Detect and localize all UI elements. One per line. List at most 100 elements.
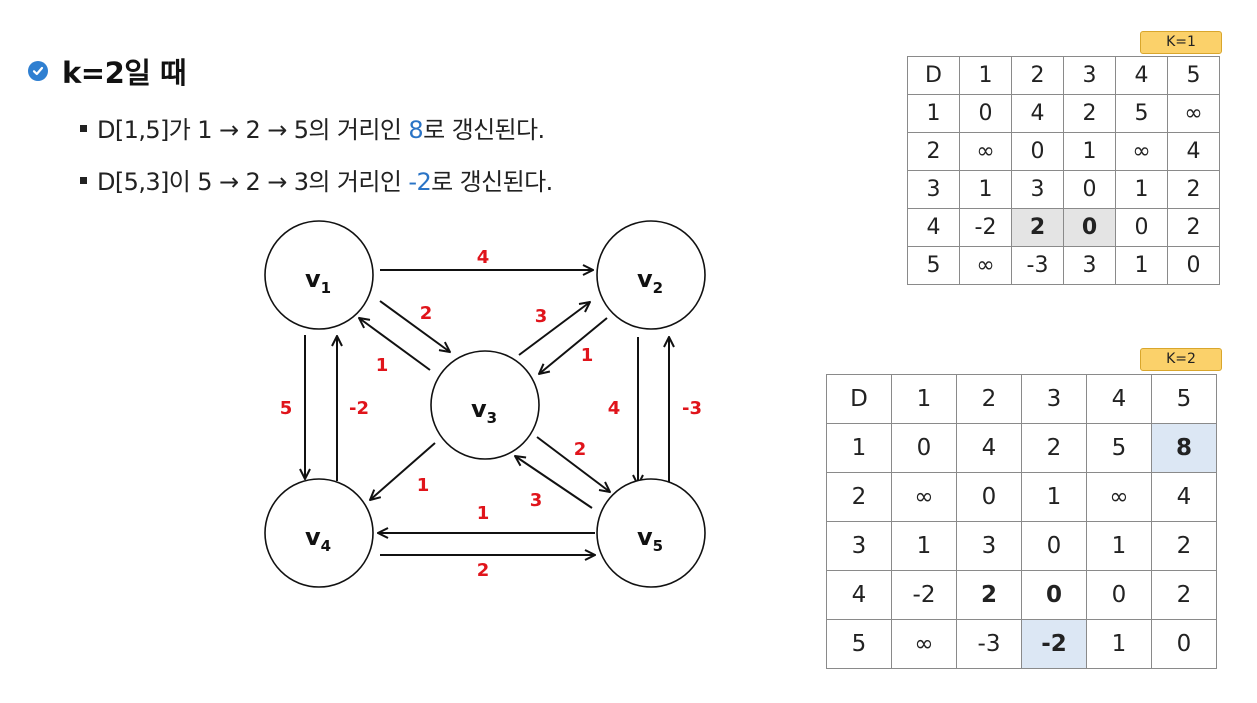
table-row: D 1 2 3 4 5 [826, 374, 1217, 424]
table-cell: 2 [1167, 170, 1220, 209]
table-cell: 1 [826, 423, 892, 473]
matrix-k1-tag: K=1 [1140, 31, 1222, 54]
matrix-k2: D 1 2 3 4 5 1 0 4 2 5 8 2 ∞ 0 1 ∞ 4 3 1 … [826, 374, 1217, 669]
vertex-v5-label: v5 [637, 523, 663, 555]
table-cell-updated: 0 [1063, 208, 1116, 247]
table-cell: 5 [826, 619, 892, 669]
table-cell: 2 [1151, 570, 1217, 620]
table-header-cell: 2 [1011, 56, 1064, 95]
table-cell: 4 [826, 570, 892, 620]
weight-v3-v1: 1 [376, 355, 389, 376]
vertex-v5 [596, 478, 706, 588]
table-cell: 0 [1011, 132, 1064, 171]
table-row: 5 ∞ -3 -2 1 0 [826, 619, 1217, 669]
table-cell: ∞ [1115, 132, 1168, 171]
table-header-cell: 3 [1063, 56, 1116, 95]
table-cell: 2 [826, 472, 892, 522]
table-cell: 1 [1021, 472, 1087, 522]
weight-v1-v4: 5 [280, 398, 293, 419]
matrix-k1: D 1 2 3 4 5 1 0 4 2 5 ∞ 2 ∞ 0 1 ∞ 4 3 1 … [907, 56, 1220, 285]
table-cell: 5 [907, 246, 960, 285]
weight-v3-v5: 2 [574, 439, 587, 460]
table-cell-previous-update: 0 [1021, 570, 1087, 620]
table-cell-updated: 2 [1011, 208, 1064, 247]
vertex-v3-label: v3 [471, 395, 497, 427]
section-heading: k=2일 때 [28, 50, 187, 92]
vertex-v1 [264, 220, 374, 330]
weight-v1-v3: 2 [420, 303, 433, 324]
table-cell: 3 [1011, 170, 1064, 209]
table-header-cell: 5 [1167, 56, 1220, 95]
vertex-v2-label: v2 [637, 265, 663, 297]
table-row: 5 ∞ -3 3 1 0 [907, 246, 1220, 285]
vertex-v3 [430, 350, 540, 460]
table-cell: 4 [1151, 472, 1217, 522]
weight-v2-v3: 1 [581, 345, 594, 366]
line-highlight: -2 [408, 168, 432, 196]
table-cell: 0 [1063, 170, 1116, 209]
table-cell: 2 [1021, 423, 1087, 473]
weight-v3-v2: 3 [535, 306, 548, 327]
edge-v5-v3 [515, 456, 593, 509]
table-cell-previous-update: 2 [956, 570, 1022, 620]
vertex-v4-label: v4 [305, 523, 331, 555]
table-row: 2 ∞ 0 1 ∞ 4 [826, 472, 1217, 522]
table-cell: 1 [1115, 170, 1168, 209]
table-cell: 3 [956, 521, 1022, 571]
vertex-v4 [264, 478, 374, 588]
table-cell: -3 [956, 619, 1022, 669]
table-row: 3 1 3 0 1 2 [826, 521, 1217, 571]
table-cell: 5 [1086, 423, 1152, 473]
table-cell: 3 [826, 521, 892, 571]
table-cell: 0 [1021, 521, 1087, 571]
weight-v4-v1: -2 [349, 398, 369, 419]
vertex-v1-label: v1 [305, 265, 331, 297]
table-cell: 1 [1086, 521, 1152, 571]
edge-v3-v1 [359, 318, 431, 371]
section-title: k=2일 때 [62, 56, 187, 90]
table-cell: ∞ [1167, 94, 1220, 133]
table-row: 1 0 4 2 5 8 [826, 423, 1217, 473]
table-cell: ∞ [959, 246, 1012, 285]
line-text: D[1,5]가 1 → 2 → 5의 거리인 [97, 116, 409, 144]
table-header-cell: 2 [956, 374, 1022, 424]
check-circle-icon [28, 61, 48, 81]
table-header-cell: 5 [1151, 374, 1217, 424]
table-cell: 3 [907, 170, 960, 209]
weight-v5-v3: 3 [530, 490, 543, 511]
table-cell: 4 [956, 423, 1022, 473]
weight-v2-v5: 4 [608, 398, 621, 419]
table-cell: 0 [1151, 619, 1217, 669]
table-row: 4 -2 2 0 0 2 [907, 208, 1220, 247]
table-row: 1 0 4 2 5 ∞ [907, 94, 1220, 133]
line-text: 로 갱신된다. [431, 168, 553, 196]
table-cell: 4 [1167, 132, 1220, 171]
matrix-k2-tag: K=2 [1140, 348, 1222, 371]
graph-diagram: v1 v2 v3 v4 v5 4 2 1 5 -2 3 1 4 -3 1 2 3… [264, 220, 706, 588]
table-cell: 2 [1167, 208, 1220, 247]
table-cell: 0 [1086, 570, 1152, 620]
table-cell: 1 [959, 170, 1012, 209]
table-cell: ∞ [891, 619, 957, 669]
table-header-cell: 3 [1021, 374, 1087, 424]
line-text: D[5,3]이 5 → 2 → 3의 거리인 [97, 168, 409, 196]
weight-v3-v4: 1 [417, 475, 430, 496]
table-cell: 0 [891, 423, 957, 473]
table-cell: -2 [959, 208, 1012, 247]
table-cell: 2 [907, 132, 960, 171]
table-header-cell: 4 [1115, 56, 1168, 95]
table-cell-updated: -2 [1021, 619, 1087, 669]
table-cell: -3 [1011, 246, 1064, 285]
table-cell: ∞ [891, 472, 957, 522]
table-header-cell: 1 [959, 56, 1012, 95]
table-cell: 3 [1063, 246, 1116, 285]
table-header-cell: 1 [891, 374, 957, 424]
table-cell: 0 [956, 472, 1022, 522]
edge-v1-v3 [379, 300, 450, 352]
table-cell: 1 [907, 94, 960, 133]
table-cell: 4 [1011, 94, 1064, 133]
table-cell: 0 [1167, 246, 1220, 285]
edge-v2-v3 [539, 317, 608, 374]
table-header-cell: D [907, 56, 960, 95]
table-cell: 2 [1063, 94, 1116, 133]
